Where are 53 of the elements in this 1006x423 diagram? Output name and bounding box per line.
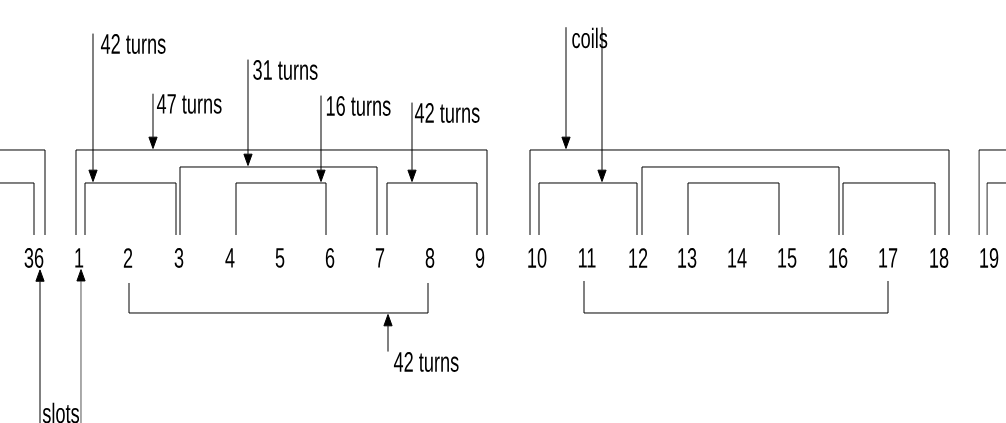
coil-bracket bbox=[75, 149, 488, 236]
slot-number: 16 bbox=[829, 248, 848, 268]
callout-label: slots bbox=[42, 402, 80, 423]
slot-number: 36 bbox=[24, 248, 44, 268]
leader-arrow bbox=[88, 33, 98, 182]
slot-number: 6 bbox=[325, 248, 335, 268]
coil-bracket bbox=[842, 182, 936, 236]
slot-number: 19 bbox=[980, 248, 999, 268]
leader-arrow bbox=[316, 95, 326, 182]
coil-bracket bbox=[235, 182, 327, 236]
leader-arrow bbox=[383, 314, 393, 353]
leader-arrow bbox=[148, 93, 158, 149]
slot-number: 13 bbox=[678, 248, 697, 268]
callout-label: 31 turns bbox=[253, 60, 318, 80]
slot-number: 12 bbox=[629, 248, 648, 268]
slot-number: 3 bbox=[174, 248, 184, 268]
slot-number: 17 bbox=[879, 248, 898, 268]
coil-bracket bbox=[641, 166, 840, 236]
callout-label: 16 turns bbox=[326, 96, 391, 116]
slot-number: 15 bbox=[778, 248, 797, 268]
coil-bracket bbox=[386, 182, 478, 236]
slot-number: 11 bbox=[578, 248, 596, 268]
coil-bracket bbox=[538, 182, 638, 236]
leader-arrow bbox=[35, 269, 45, 423]
coil-bracket bbox=[687, 182, 780, 236]
slot-number: 9 bbox=[475, 248, 485, 268]
callout-label: 42 turns bbox=[100, 34, 166, 54]
callout-label: 42 turns bbox=[393, 352, 459, 372]
callout-label: 47 turns bbox=[156, 94, 222, 114]
coil-bracket bbox=[0, 149, 46, 236]
slot-number: 1 bbox=[75, 248, 84, 268]
coil-bracket bbox=[128, 282, 429, 314]
slot-number: 2 bbox=[123, 248, 133, 268]
leader-arrow bbox=[561, 26, 571, 149]
coil-bracket bbox=[986, 182, 1006, 236]
slot-number: 8 bbox=[425, 248, 435, 268]
callout-label: 42 turns bbox=[414, 103, 480, 123]
leader-arrow bbox=[597, 26, 607, 182]
slot-number: 5 bbox=[275, 248, 285, 268]
coil-bracket bbox=[84, 182, 177, 236]
slot-number: 14 bbox=[728, 248, 747, 268]
coil-bracket bbox=[529, 149, 950, 236]
leader-arrow bbox=[243, 59, 253, 166]
slot-number: 4 bbox=[225, 248, 235, 268]
leader-arrow bbox=[407, 102, 417, 182]
callout-label: coils bbox=[572, 27, 608, 49]
coil-bracket bbox=[0, 182, 35, 236]
slot-number: 10 bbox=[528, 248, 547, 268]
slot-number: 18 bbox=[930, 248, 949, 268]
slot-number: 7 bbox=[375, 248, 385, 268]
coil-bracket bbox=[978, 149, 1006, 236]
coil-bracket bbox=[583, 280, 889, 314]
coil-bracket bbox=[179, 166, 378, 236]
